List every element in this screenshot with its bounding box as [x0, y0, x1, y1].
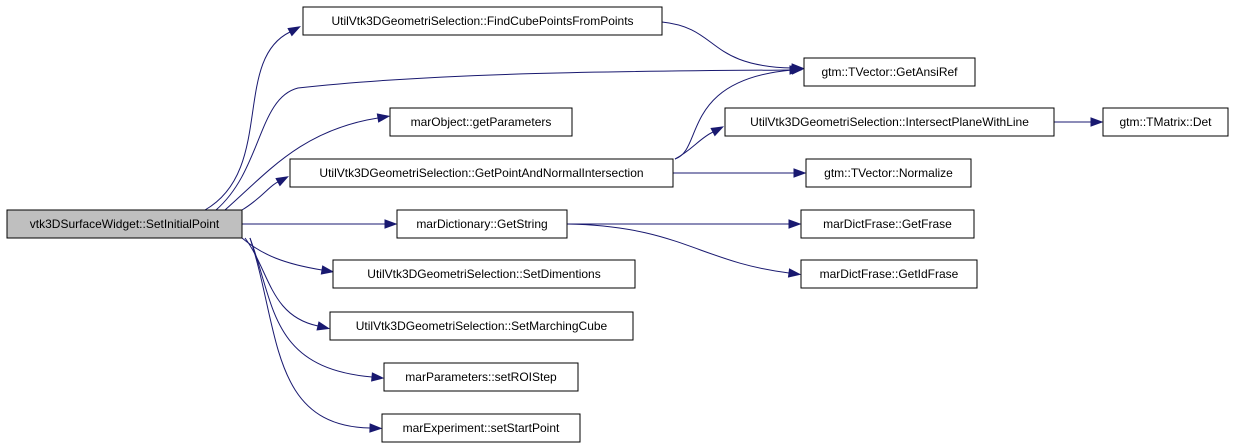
node-det[interactable]: gtm::TMatrix::Det [1102, 107, 1229, 137]
node-box [1102, 107, 1229, 137]
edge-getpointnormal-to-normalize [673, 168, 807, 178]
node-box [724, 107, 1055, 137]
node-label: UtilVtk3DGeometriSelection::GetPointAndN… [319, 166, 643, 180]
node-box [302, 6, 663, 36]
node-label: gtm::TVector::GetAnsiRef [821, 65, 958, 79]
node-label: marDictFrase::GetIdFrase [820, 267, 959, 281]
arrowhead-icon [384, 219, 398, 229]
node-box [329, 311, 634, 341]
arrowhead-icon [787, 268, 802, 278]
edge-line [566, 223, 790, 274]
node-label: marDictionary::GetString [416, 217, 547, 231]
arrowhead-icon [369, 423, 383, 433]
node-box [803, 57, 976, 87]
edge-line [674, 131, 714, 160]
node-label: gtm::TVector::Normalize [824, 166, 953, 180]
node-getstring[interactable]: marDictionary::GetString [396, 209, 568, 239]
edge-line [249, 237, 371, 429]
node-label: vtk3DSurfaceWidget::SetInitialPoint [30, 217, 220, 231]
edge-line [204, 31, 291, 211]
node-label: marDictFrase::GetFrase [823, 217, 952, 231]
edge-line [241, 237, 323, 271]
node-box [800, 259, 978, 289]
node-getpointnormal[interactable]: UtilVtk3DGeometriSelection::GetPointAndN… [289, 158, 674, 188]
node-box [383, 362, 579, 392]
node-setroi[interactable]: marParameters::setROIStep [383, 362, 579, 392]
edge-root-to-getansiref [215, 65, 803, 211]
node-getidfrase[interactable]: marDictFrase::GetIdFrase [800, 259, 978, 289]
node-label: UtilVtk3DGeometriSelection::IntersectPla… [750, 115, 1029, 129]
node-label: gtm::TMatrix::Det [1119, 115, 1212, 129]
arrowhead-icon [316, 321, 331, 331]
arrowhead-icon [793, 168, 807, 178]
node-box [800, 209, 975, 239]
edge-getstring-to-getidfrase [566, 223, 802, 278]
node-label: marParameters::setROIStep [405, 370, 557, 384]
node-box [396, 209, 568, 239]
edge-root-to-setroi [249, 237, 385, 382]
arrowhead-icon [287, 26, 302, 37]
edge-root-to-getparams [224, 113, 391, 211]
arrowhead-icon [1090, 117, 1104, 127]
edge-findcube-to-getansiref [661, 21, 805, 73]
node-box [381, 413, 581, 443]
node-root[interactable]: vtk3DSurfaceWidget::SetInitialPoint [6, 209, 243, 239]
edges-layer [204, 21, 1104, 433]
edge-root-to-findcube [204, 26, 302, 211]
nodes-layer: vtk3DSurfaceWidget::SetInitialPointUtilV… [6, 6, 1229, 443]
node-getansiref[interactable]: gtm::TVector::GetAnsiRef [803, 57, 976, 87]
node-setmarch[interactable]: UtilVtk3DGeometriSelection::SetMarchingC… [329, 311, 634, 341]
node-box [389, 107, 573, 137]
node-label: UtilVtk3DGeometriSelection::SetMarchingC… [356, 319, 608, 333]
node-getfrase[interactable]: marDictFrase::GetFrase [800, 209, 975, 239]
arrowhead-icon [788, 219, 802, 229]
edge-root-to-setmarch [244, 237, 331, 331]
edge-line [661, 21, 793, 69]
edge-root-to-getpointnormal [241, 176, 289, 211]
node-label: UtilVtk3DGeometriSelection::FindCubePoin… [331, 14, 633, 28]
arrowhead-icon [320, 265, 335, 275]
edge-intersectplane-to-det [1054, 117, 1104, 127]
edge-line [224, 117, 379, 211]
node-getparams[interactable]: marObject::getParameters [389, 107, 573, 137]
node-label: marObject::getParameters [411, 115, 552, 129]
arrowhead-icon [710, 126, 725, 137]
edge-line [241, 181, 279, 211]
edge-root-to-getstring [242, 219, 398, 229]
edge-line [244, 237, 319, 327]
arrowhead-icon [376, 113, 391, 123]
arrowhead-icon [371, 372, 385, 382]
edge-getpointnormal-to-intersectplane [674, 126, 725, 160]
node-box [289, 158, 674, 188]
node-label: marExperiment::setStartPoint [403, 421, 560, 435]
arrowhead-icon [275, 176, 289, 187]
node-box [332, 259, 636, 289]
edge-line [249, 237, 373, 378]
node-setdim[interactable]: UtilVtk3DGeometriSelection::SetDimention… [332, 259, 636, 289]
node-intersectplane[interactable]: UtilVtk3DGeometriSelection::IntersectPla… [724, 107, 1055, 137]
node-findcube[interactable]: UtilVtk3DGeometriSelection::FindCubePoin… [302, 6, 663, 36]
edge-line [215, 69, 791, 211]
node-normalize[interactable]: gtm::TVector::Normalize [805, 158, 972, 188]
edge-root-to-setstart [249, 237, 383, 433]
arrowhead-icon [791, 65, 805, 75]
node-box [805, 158, 972, 188]
node-setstart[interactable]: marExperiment::setStartPoint [381, 413, 581, 443]
edge-getstring-to-getfrase [567, 219, 802, 229]
node-box [6, 209, 243, 239]
node-label: UtilVtk3DGeometriSelection::SetDimention… [367, 267, 600, 281]
